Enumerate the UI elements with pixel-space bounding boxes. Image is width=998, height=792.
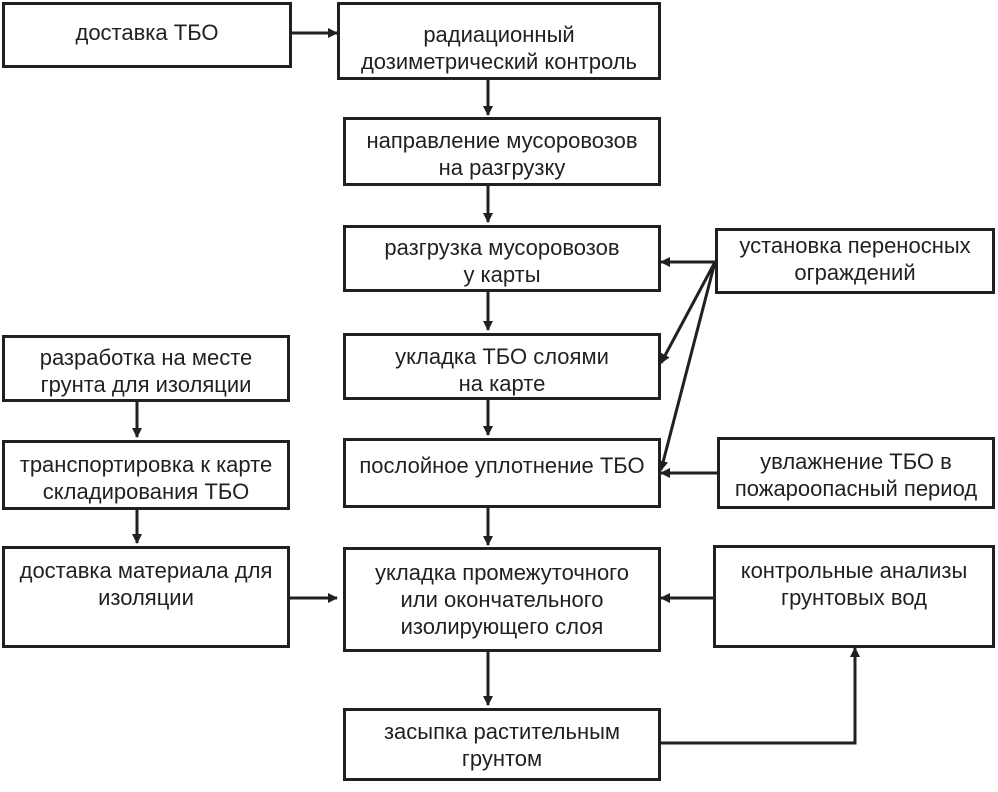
box-backfill-soil: засыпка растительным грунтом xyxy=(343,708,661,781)
arrow-fences-to-compaction xyxy=(658,261,717,471)
box-radiation-control: радиационный дозиметрический контроль xyxy=(337,2,661,80)
box-soil-development: разработка на месте грунта для изоляции xyxy=(2,335,290,402)
box-portable-fences: установка переносных ограждений xyxy=(715,228,995,294)
box-groundwater-analysis: контрольные анализы грунтовых вод xyxy=(713,545,995,648)
arrow-backfill-to-groundwater xyxy=(661,647,860,745)
box-direct-trucks: направление мусоровозов на разгрузку xyxy=(343,117,661,186)
box-delivery-tbo: доставка ТБО xyxy=(2,2,292,68)
box-lay-tbo-layers: укладка ТБО слоями на карте xyxy=(343,333,661,400)
box-transport-to-map: транспортировка к карте складирования ТБ… xyxy=(2,440,290,510)
box-intermediate-layer: укладка промежуточного или окончательног… xyxy=(343,547,661,652)
arrow-fences-to-lay xyxy=(659,261,717,364)
box-moistening: увлажнение ТБО в пожароопасный период xyxy=(717,437,995,509)
box-layer-compaction: послойное уплотнение ТБО xyxy=(343,438,661,508)
box-unload-trucks: разгрузка мусоровозов у карты xyxy=(343,225,661,292)
box-deliver-material: доставка материала для изоляции xyxy=(2,546,290,648)
